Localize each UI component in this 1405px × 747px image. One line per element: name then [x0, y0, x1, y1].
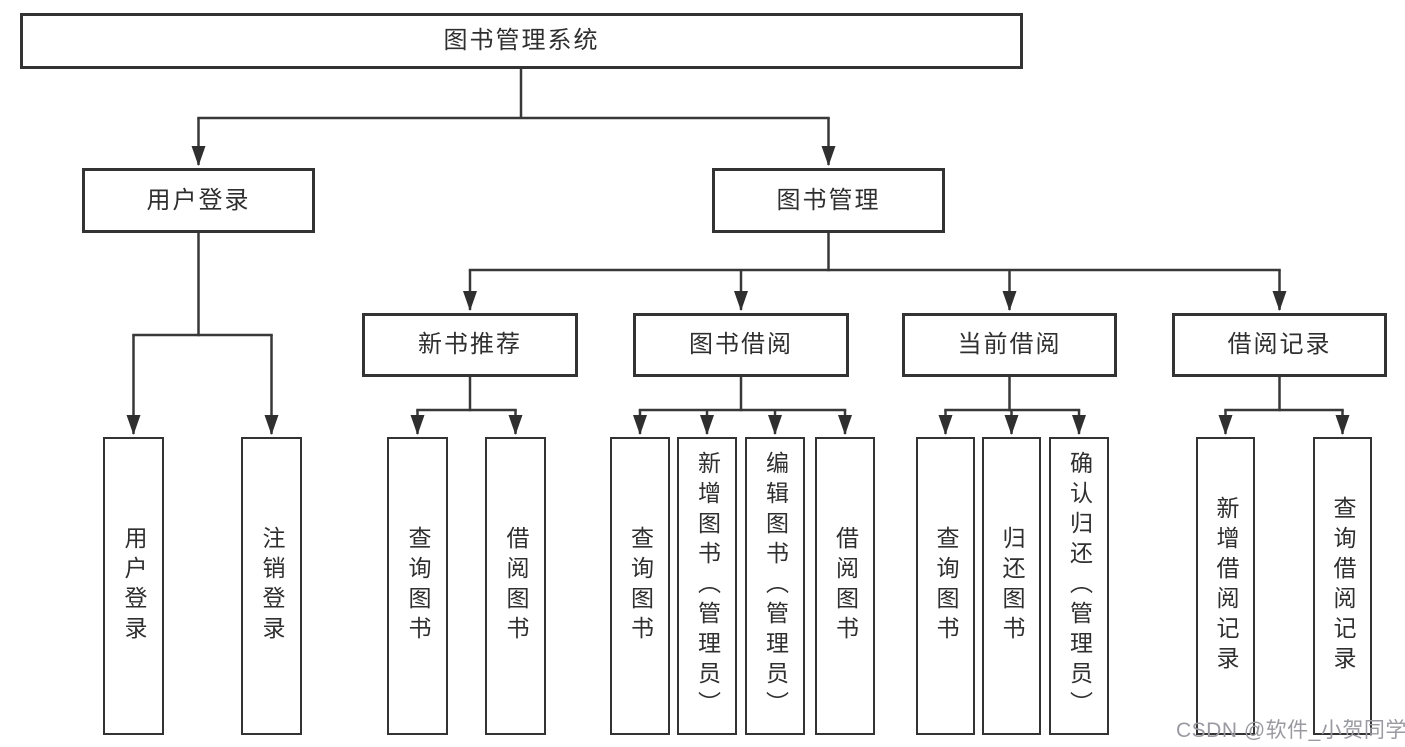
- leaf-return-books: 归还图书: [982, 437, 1041, 735]
- leaf-confirm-return-admin: 确认归还（管理员）: [1049, 437, 1109, 735]
- leaf-borrow-books: 借阅图书: [815, 437, 875, 735]
- leaf-query-books-current: 查询图书: [916, 437, 975, 735]
- leaf-user-login: 用户登录: [103, 437, 164, 735]
- node-book-management: 图书管理: [712, 168, 945, 233]
- leaf-add-books-admin: 新增图书（管理员）: [677, 437, 737, 735]
- node-borrow-record: 借阅记录: [1172, 313, 1387, 377]
- leaf-add-borrow-record: 新增借阅记录: [1196, 437, 1255, 735]
- node-current-borrow: 当前借阅: [902, 313, 1117, 377]
- node-new-book-recommend: 新书推荐: [362, 313, 578, 377]
- node-user-login: 用户登录: [82, 168, 315, 233]
- leaf-query-borrow-record: 查询借阅记录: [1313, 437, 1372, 735]
- leaf-borrow-books-recommend: 借阅图书: [485, 437, 546, 735]
- connector-trunks: [132, 69, 1344, 412]
- leaf-edit-books-admin: 编辑图书（管理员）: [745, 437, 805, 735]
- leaf-query-books-borrow: 查询图书: [610, 437, 670, 735]
- leaf-query-books-recommend: 查询图书: [387, 437, 448, 735]
- watermark: CSDN @软件_小贺同学: [1176, 719, 1405, 742]
- connector-arrows: [126, 118, 1350, 435]
- leaf-logout: 注销登录: [241, 437, 302, 735]
- node-root-system: 图书管理系统: [20, 13, 1023, 69]
- node-book-borrow: 图书借阅: [633, 313, 849, 377]
